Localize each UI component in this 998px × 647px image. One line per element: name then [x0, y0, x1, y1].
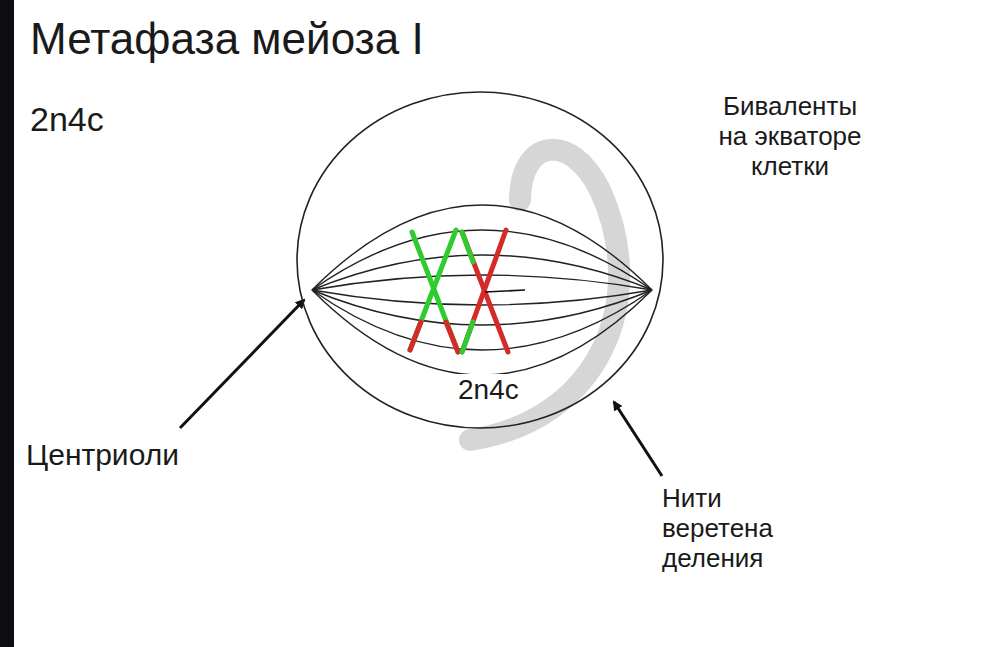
- centriole-label: Центриоли: [26, 438, 179, 473]
- dark-edge: [0, 0, 14, 647]
- spindle-fibres: [312, 205, 652, 375]
- diagram-title: Метафаза мейоза I: [30, 14, 424, 65]
- bivalent-label: Биваленты на экваторе клетки: [705, 92, 875, 182]
- spindle-label: Нити веретена деления: [662, 484, 812, 574]
- ploidy-label: 2n4c: [454, 374, 523, 406]
- leader-arrow: [180, 300, 304, 428]
- cell-outline: 2n4c: [295, 90, 665, 430]
- ploidy-label: 2n4c: [30, 100, 104, 139]
- kinetochore-fibre: [485, 290, 525, 292]
- leader-arrow: [614, 402, 662, 476]
